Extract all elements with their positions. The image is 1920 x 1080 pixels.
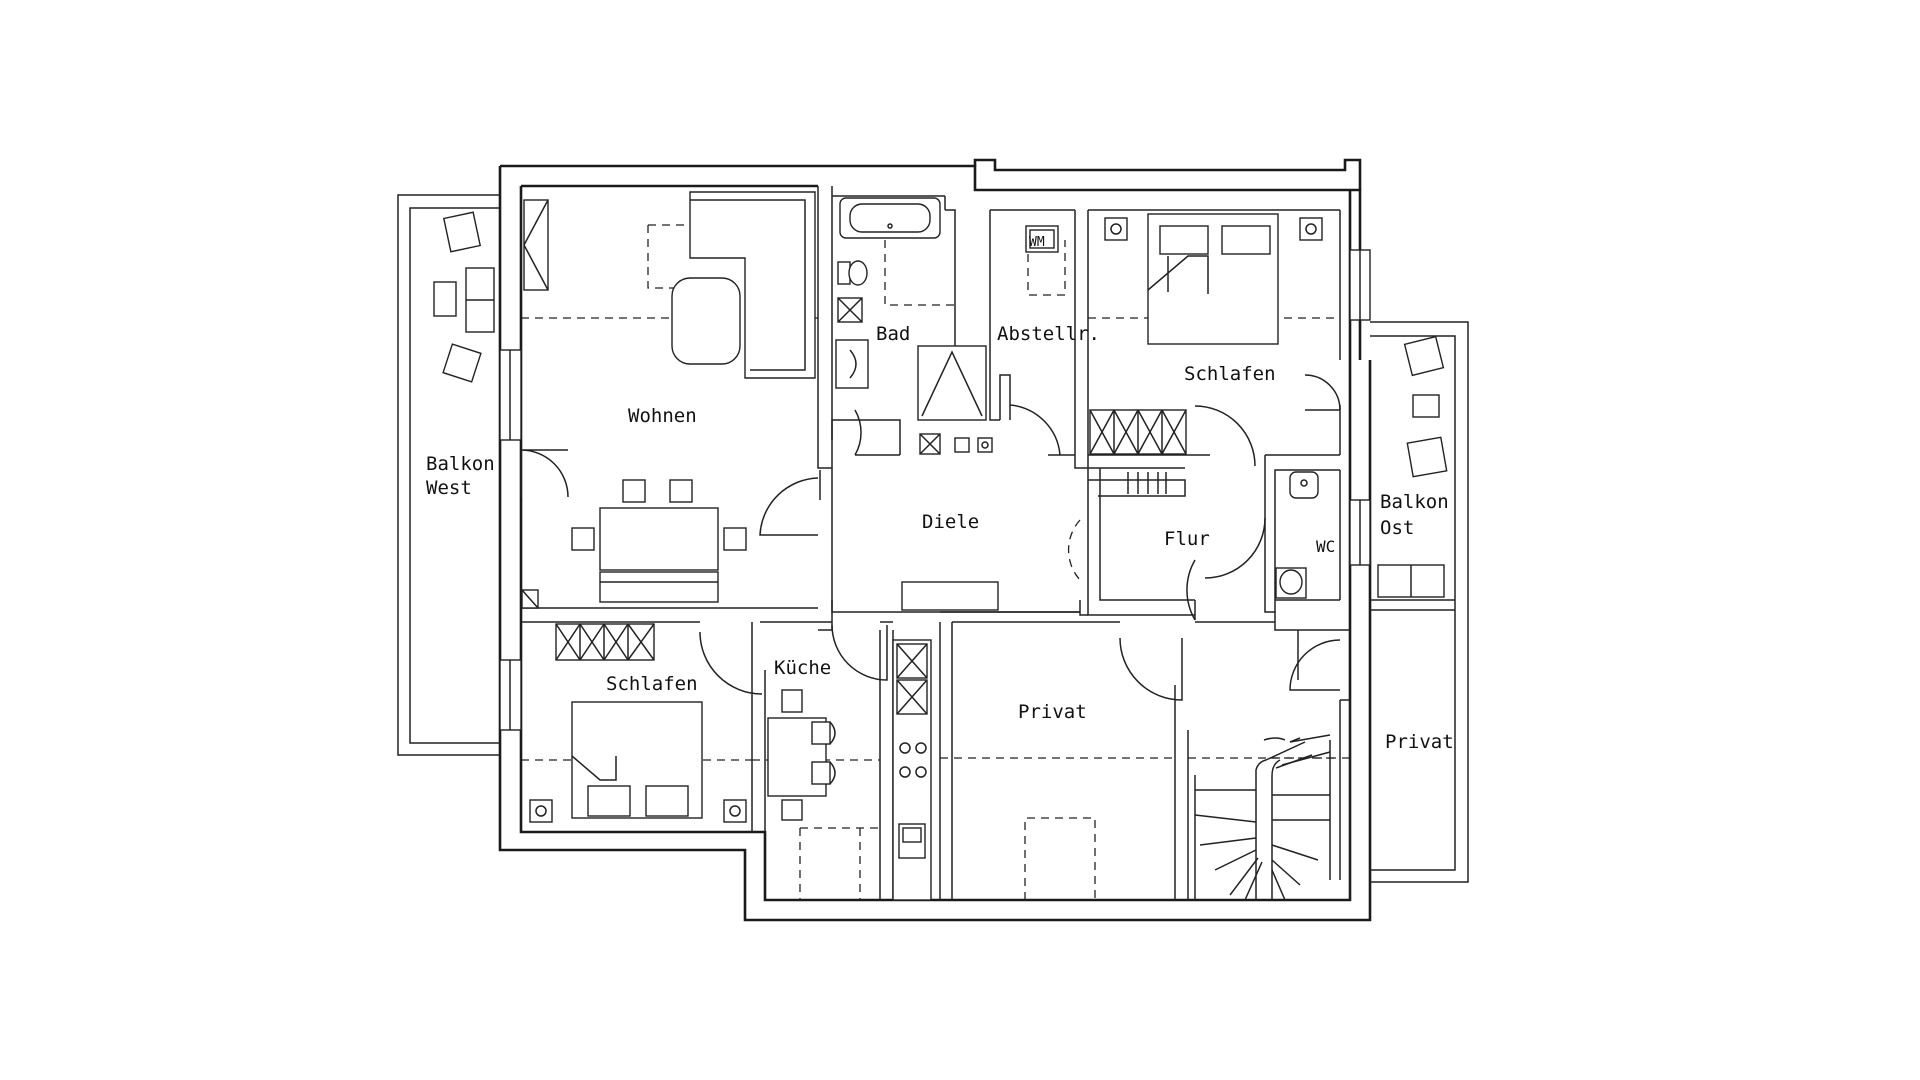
label-privat-center: Privat bbox=[1018, 701, 1087, 723]
label-balkon-ost-1: Balkon bbox=[1380, 491, 1449, 513]
label-schlafen-east: Schlafen bbox=[1184, 363, 1276, 385]
label-flur: Flur bbox=[1164, 528, 1210, 550]
label-wc: WC bbox=[1316, 537, 1335, 556]
kueche-furniture bbox=[767, 639, 932, 901]
label-diele: Diele bbox=[922, 511, 979, 533]
room-labels: Wohnen Bad Abstellr. WM Schlafen Balkon … bbox=[426, 235, 1454, 753]
label-balkon-west-1: Balkon bbox=[426, 453, 495, 475]
label-schlafen-west: Schlafen bbox=[606, 673, 698, 695]
label-wohnen: Wohnen bbox=[628, 405, 697, 427]
staircase bbox=[1194, 734, 1331, 901]
label-bad: Bad bbox=[876, 323, 910, 345]
label-balkon-ost-2: Ost bbox=[1380, 517, 1414, 539]
bad-furniture bbox=[835, 197, 993, 455]
schlafen-west-furniture bbox=[529, 623, 747, 823]
diele-furniture bbox=[901, 581, 999, 611]
label-wm: WM bbox=[1029, 235, 1045, 250]
balkon-west bbox=[397, 194, 500, 756]
wohnen-furniture bbox=[521, 191, 816, 609]
schlafen-east-furniture bbox=[1089, 213, 1323, 494]
balkon-west-furniture bbox=[433, 211, 495, 383]
label-privat-east: Privat bbox=[1385, 731, 1454, 753]
doors bbox=[520, 374, 1341, 701]
wc-furniture bbox=[1275, 471, 1319, 599]
balkon-ost-furniture bbox=[1377, 335, 1448, 598]
label-abstellr: Abstellr. bbox=[997, 323, 1100, 345]
abstellr-furniture bbox=[1025, 225, 1059, 253]
label-balkon-west-2: West bbox=[426, 477, 472, 499]
label-kueche: Küche bbox=[774, 657, 831, 679]
balkon-ost bbox=[1370, 321, 1469, 883]
windows bbox=[499, 249, 1371, 731]
